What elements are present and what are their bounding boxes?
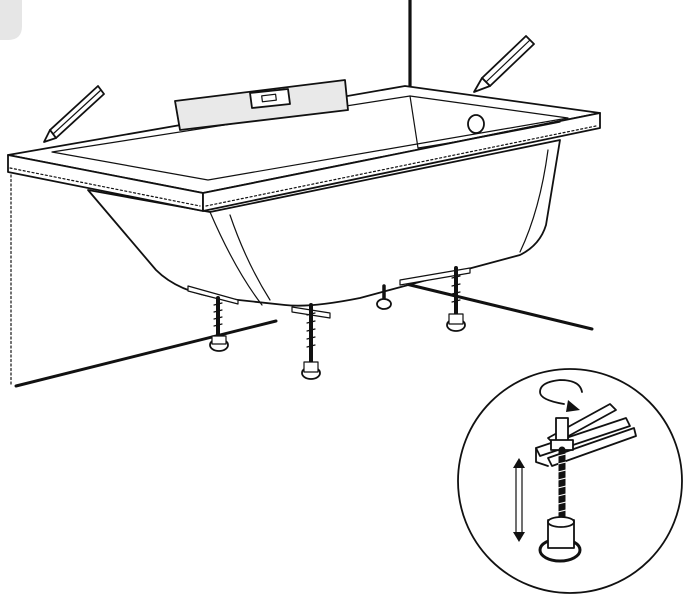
leg-front-left [209,296,229,352]
support-frame [187,267,471,319]
bathtub-rim [7,85,601,212]
detail-threaded-rod [550,417,574,524]
leg-back-right [446,266,466,332]
detail-foot [538,516,582,563]
floor-lines [14,281,594,388]
spirit-level [174,79,349,131]
pencil-left-icon [43,85,105,143]
leg-front-right [301,303,321,380]
bathtub-shell [87,139,561,307]
height-adjust-arrow-icon [513,458,525,542]
pencil-right-icon [473,35,535,93]
rotation-arrow-icon [539,379,583,412]
leg-back-left [376,284,392,310]
detail-circle [457,368,683,594]
corner-tab [0,0,22,40]
